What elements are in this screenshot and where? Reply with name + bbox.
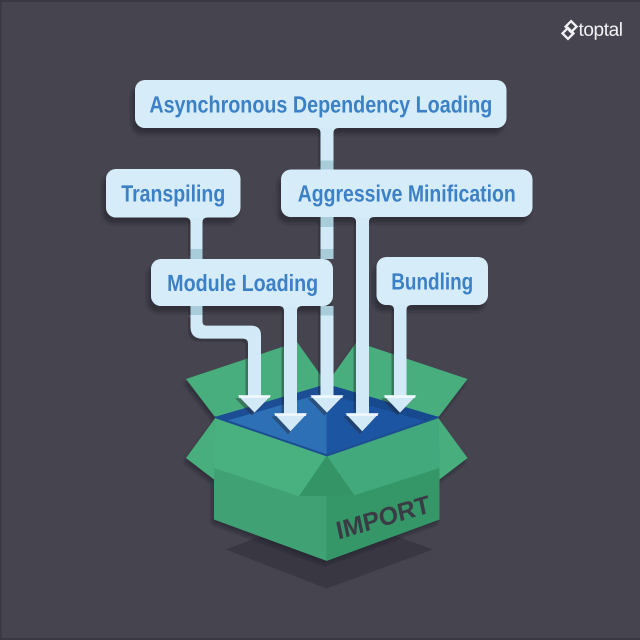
svg-text:Asynchronous Dependency Loadin: Asynchronous Dependency Loading [149,91,492,117]
svg-text:Aggressive Minification: Aggressive Minification [298,181,516,207]
svg-text:Module Loading: Module Loading [167,270,318,296]
svg-text:Transpiling: Transpiling [121,181,225,207]
svg-text:toptal: toptal [578,20,622,41]
svg-text:Bundling: Bundling [391,269,473,295]
